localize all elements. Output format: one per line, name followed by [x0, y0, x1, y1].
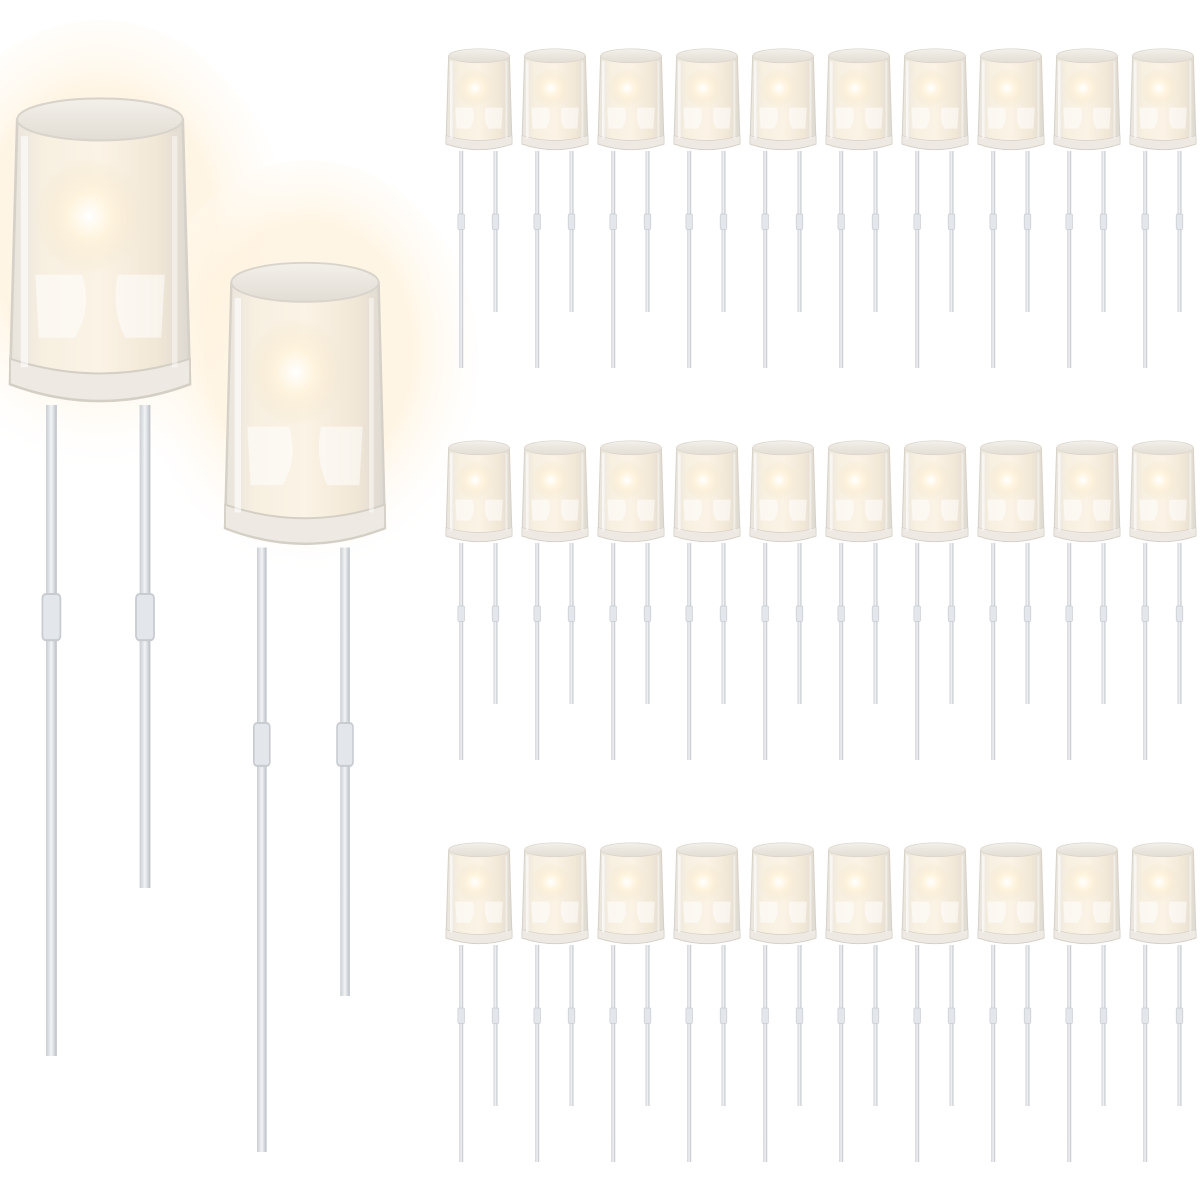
large-led-group — [0, 20, 480, 1154]
